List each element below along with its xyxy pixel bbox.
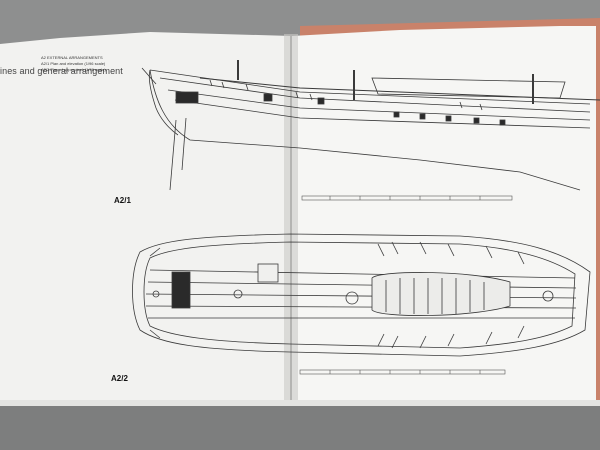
key-line: A2 EXTERNAL ARRANGEMENTS: [41, 55, 103, 60]
table-lower: [0, 406, 600, 450]
page-edge-bottom: [0, 400, 600, 406]
right-page: [292, 26, 596, 408]
scale-bar-lower: [299, 369, 506, 375]
scale-bar-upper: [301, 195, 513, 201]
ship-deck-plan-drawing: [132, 233, 591, 357]
section-heading: ines and general arrangement: [0, 66, 123, 76]
left-page: [0, 32, 292, 404]
drawing-key: A2 EXTERNAL ARRANGEMENTS A2/1 Plan and e…: [41, 55, 106, 73]
figure-label-a2-2: A2/2: [111, 374, 128, 383]
key-line: A2/2 Plan of upper deck (1/96 scale): [41, 67, 106, 72]
figure-label-a2-1: A2/1: [114, 196, 131, 205]
ship-elevation-drawing: [141, 60, 600, 191]
key-line: A2/1 Plan and elevation (1/96 scale): [41, 61, 106, 66]
